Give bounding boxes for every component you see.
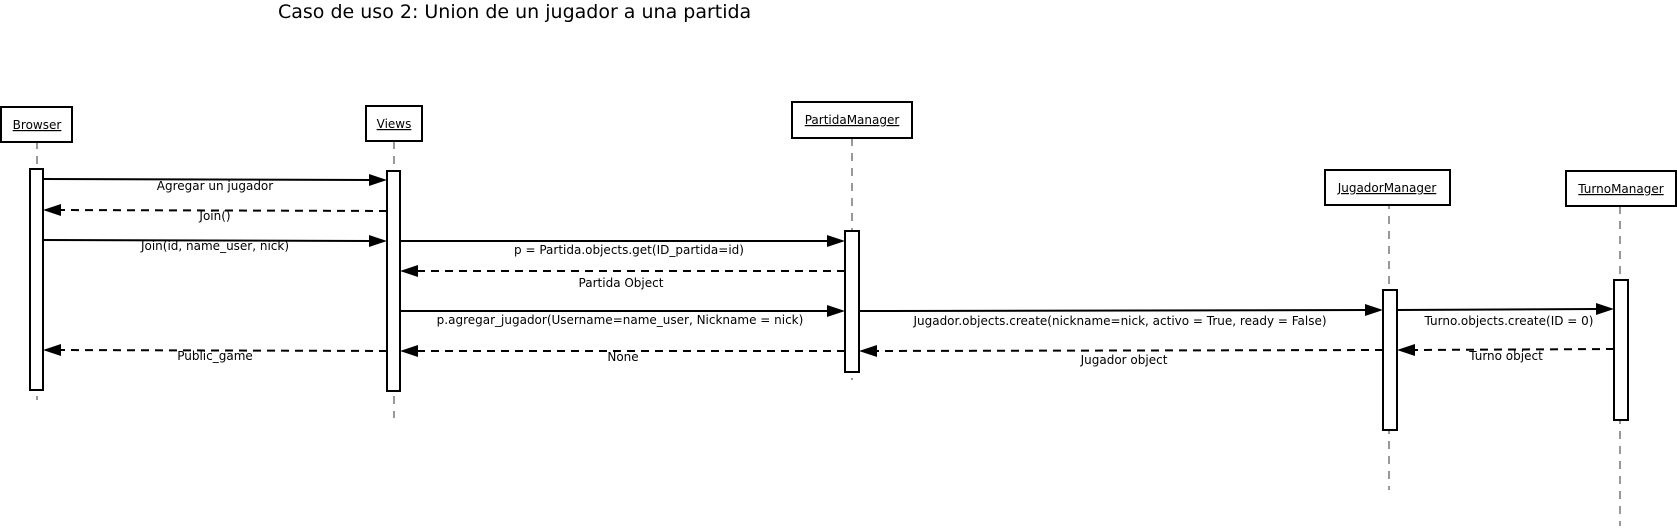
message-turno-object: Turno object (1397, 344, 1615, 363)
message-label: Jugador object (1080, 353, 1168, 367)
arrowhead-filled (400, 345, 418, 357)
message-label: p = Partida.objects.get(ID_partida=id) (514, 243, 744, 257)
message-label: Turno.objects.create(ID = 0) (1424, 314, 1594, 328)
actor-partida-manager: PartidaManager (791, 101, 913, 139)
message-line (42, 239, 373, 242)
message-partida-get: p = Partida.objects.get(ID_partida=id) (400, 235, 845, 257)
message-label: Join() (198, 209, 230, 223)
message-jugador-object: Jugador object (859, 345, 1384, 367)
actor-box-browser (0, 106, 73, 143)
message-label: Partida Object (579, 276, 664, 290)
message-label: Join(id, name_user, nick) (140, 239, 289, 253)
message-none-return: None (400, 345, 845, 364)
actor-browser: Browser (0, 106, 73, 143)
actor-label-turno-manager: TurnoManager (1577, 182, 1663, 196)
actor-label-partida-manager: PartidaManager (805, 113, 900, 127)
arrowhead-filled (1397, 344, 1415, 356)
message-label: None (607, 350, 638, 364)
message-agregar-jugador-call: p.agregar_jugador(Username=name_user, Ni… (400, 305, 845, 327)
arrowhead-filled (43, 204, 61, 216)
message-line (858, 309, 1369, 312)
message-label: Turno object (1468, 349, 1543, 363)
message-line (1396, 308, 1600, 311)
message-label: Jugador.objects.create(nickname=nick, ac… (912, 314, 1326, 328)
arrowhead-filled (369, 235, 387, 247)
actor-turno-manager: TurnoManager (1565, 170, 1677, 207)
actor-label-browser: Browser (13, 118, 62, 132)
actor-box-partida-manager (791, 101, 913, 139)
activation-partida (844, 230, 860, 373)
message-label: Public_game (177, 349, 253, 363)
message-line (873, 349, 1384, 352)
diagram-title: Caso de uso 2: Union de un jugador a una… (278, 1, 751, 23)
message-label: p.agregar_jugador(Username=name_user, Ni… (437, 313, 804, 327)
arrowhead-filled (369, 174, 387, 186)
arrowhead-filled (1365, 304, 1383, 316)
arrowhead-filled (827, 235, 845, 247)
message-line (42, 178, 373, 181)
actor-box-turno-manager (1565, 170, 1677, 207)
message-join-call: Join(id, name_user, nick) (42, 235, 387, 253)
activation-turno (1613, 279, 1629, 421)
arrowhead-filled (859, 345, 877, 357)
arrowhead-filled (43, 344, 61, 356)
actor-label-jugador-manager: JugadorManager (1337, 181, 1437, 195)
arrowhead-filled (827, 305, 845, 317)
message-jugador-create: Jugador.objects.create(nickname=nick, ac… (858, 304, 1383, 328)
message-join-return: Join() (43, 204, 388, 223)
actor-views: Views (365, 105, 423, 142)
activation-views (386, 170, 401, 392)
actor-box-views (365, 105, 423, 142)
message-line (1411, 348, 1615, 351)
message-turno-create: Turno.objects.create(ID = 0) (1396, 303, 1614, 328)
activation-browser (29, 168, 44, 391)
message-partida-object: Partida Object (400, 265, 845, 290)
actor-box-jugador-manager (1324, 169, 1451, 206)
arrowhead-filled (400, 265, 418, 277)
activations (29, 168, 1629, 431)
actor-label-views: Views (377, 117, 412, 131)
message-public-game: Public_game (43, 344, 388, 363)
message-label: Agregar un jugador (157, 179, 273, 193)
arrowhead-filled (1596, 303, 1614, 315)
actor-jugador-manager: JugadorManager (1324, 169, 1451, 206)
message-agregar-jugador: Agregar un jugador (42, 174, 387, 193)
activation-jugador (1382, 289, 1398, 431)
